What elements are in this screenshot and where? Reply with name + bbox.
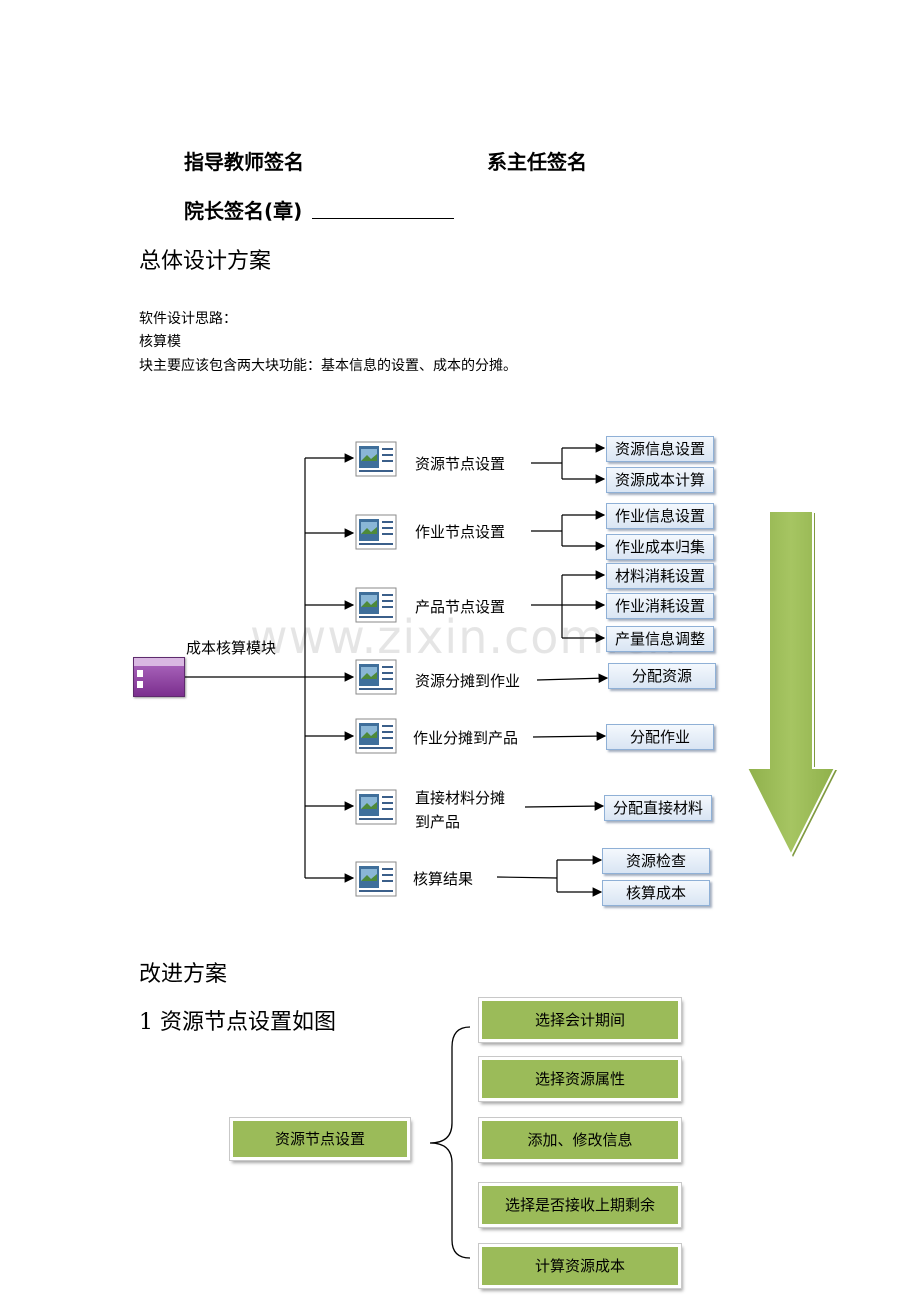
child-box: 资源检查: [602, 848, 710, 874]
child-box: 分配作业: [606, 724, 714, 750]
child-box: 分配直接材料: [604, 795, 712, 821]
resource-step-box: 选择是否接收上期剩余: [479, 1183, 681, 1227]
node-label: 资源分摊到作业: [415, 672, 521, 690]
dean-signature-label: 院长签名(章): [184, 199, 303, 223]
document-icon: [355, 861, 397, 897]
document-icon: [355, 718, 397, 754]
document-icon: [355, 659, 397, 695]
resource-step-box: 选择资源属性: [479, 1057, 681, 1101]
document-icon: [355, 441, 397, 477]
design-text-line2: 块主要应该包含两大块功能：基本信息的设置、成本的分摊。: [139, 358, 517, 374]
child-box: 分配资源: [608, 663, 716, 689]
resource-step-box: 选择会计期间: [479, 998, 681, 1042]
resource-root-box: 资源节点设置: [230, 1118, 410, 1160]
child-box: 材料消耗设置: [606, 563, 714, 589]
brace-connector: [429, 1026, 471, 1259]
child-box: 资源信息设置: [606, 436, 714, 462]
design-text-line1: 核算模: [139, 334, 181, 350]
advisor-signature-label: 指导教师签名: [184, 150, 304, 174]
process-direction-arrow-icon: [745, 510, 837, 858]
document-icon: [355, 587, 397, 623]
child-box: 核算成本: [602, 880, 710, 906]
child-box: 作业信息设置: [606, 503, 714, 529]
section2-title: 改进方案: [139, 962, 228, 987]
module-folder-icon: [133, 657, 185, 697]
node-label: 作业节点设置: [415, 523, 506, 541]
subsection-title: 1 资源节点设置如图: [139, 1010, 336, 1035]
document-icon: [355, 514, 397, 550]
child-box: 产量信息调整: [606, 626, 714, 652]
node-label: 核算结果: [413, 870, 474, 888]
dean-signature-line: [312, 218, 454, 219]
node-label: 资源节点设置: [415, 455, 506, 473]
design-label: 软件设计思路：: [139, 311, 237, 327]
resource-step-box: 计算资源成本: [479, 1244, 681, 1288]
node-label: 作业分摊到产品: [413, 729, 519, 747]
section1-title: 总体设计方案: [139, 249, 272, 274]
resource-step-box: 添加、修改信息: [479, 1118, 681, 1162]
node-label-line1: 直接材料分摊: [415, 789, 506, 807]
dept-head-signature-label: 系主任签名: [487, 150, 587, 174]
child-box: 作业成本归集: [606, 534, 714, 560]
document-icon: [355, 789, 397, 825]
child-box: 作业消耗设置: [606, 593, 714, 619]
child-box: 资源成本计算: [606, 467, 714, 493]
node-label: 产品节点设置: [415, 598, 506, 616]
node-label-line2: 到产品: [415, 813, 461, 831]
root-module-label: 成本核算模块: [186, 639, 277, 657]
watermark: www.zixin.com.cn: [250, 610, 678, 664]
